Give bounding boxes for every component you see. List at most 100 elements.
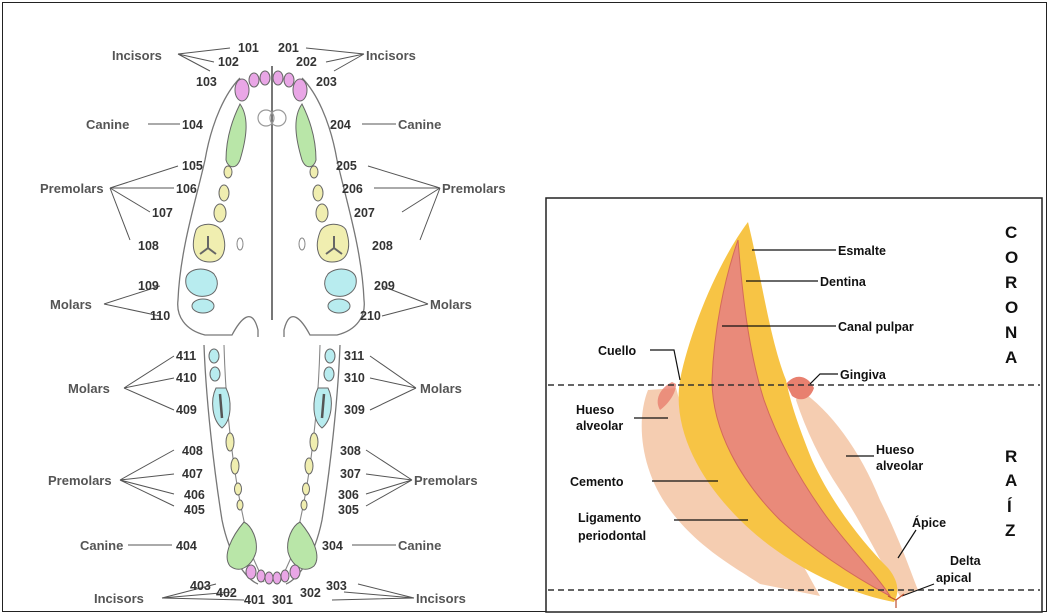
tooth-206 bbox=[313, 185, 323, 201]
num-202: 202 bbox=[296, 55, 317, 69]
tooth-109 bbox=[186, 269, 218, 296]
label-gingiva: Gingiva bbox=[840, 368, 887, 382]
tooth-204 bbox=[296, 104, 316, 167]
corona-letter-4: O bbox=[1005, 298, 1018, 317]
num-102: 102 bbox=[218, 55, 239, 69]
tooth-302 bbox=[281, 570, 289, 582]
label-canine-lower-right: Canine bbox=[80, 538, 123, 553]
label-ligamento-1: Ligamento bbox=[578, 511, 642, 525]
tooth-202 bbox=[284, 73, 294, 87]
num-309: 309 bbox=[344, 403, 365, 417]
tooth-210 bbox=[328, 299, 350, 313]
num-107: 107 bbox=[152, 206, 173, 220]
tooth-103 bbox=[235, 79, 249, 101]
num-407: 407 bbox=[182, 467, 203, 481]
num-103: 103 bbox=[196, 75, 217, 89]
tooth-209 bbox=[325, 269, 357, 296]
tooth-207 bbox=[316, 204, 328, 222]
corona-letter-5: N bbox=[1005, 323, 1017, 342]
tooth-307 bbox=[305, 458, 313, 474]
tooth-303 bbox=[290, 565, 300, 579]
num-308: 308 bbox=[340, 444, 361, 458]
tooth-408 bbox=[226, 433, 234, 451]
num-409: 409 bbox=[176, 403, 197, 417]
label-esmalte: Esmalte bbox=[838, 244, 886, 258]
tooth-203 bbox=[293, 79, 307, 101]
label-delta-2: apical bbox=[936, 571, 971, 585]
corona-letter-6: A bbox=[1005, 348, 1017, 367]
tooth-405 bbox=[237, 500, 243, 510]
num-108: 108 bbox=[138, 239, 159, 253]
label-delta-1: Delta bbox=[950, 554, 982, 568]
num-205: 205 bbox=[336, 159, 357, 173]
num-311: 311 bbox=[344, 349, 364, 363]
num-405: 405 bbox=[184, 503, 205, 517]
label-molars-lower-left: Molars bbox=[420, 381, 462, 396]
label-molars-upper-right: Molars bbox=[50, 297, 92, 312]
label-canine-upper-left: Canine bbox=[398, 117, 441, 132]
num-209: 209 bbox=[374, 279, 395, 293]
num-410: 410 bbox=[176, 371, 197, 385]
num-305: 305 bbox=[338, 503, 359, 517]
label-canine-upper-right: Canine bbox=[86, 117, 129, 132]
tooth-106 bbox=[219, 185, 229, 201]
lower-teeth bbox=[209, 349, 335, 584]
raiz-letter-4: Z bbox=[1005, 521, 1015, 540]
tooth-308 bbox=[310, 433, 318, 451]
tooth-anatomy-panel bbox=[546, 198, 1042, 612]
num-105: 105 bbox=[182, 159, 203, 173]
tooth-101 bbox=[260, 71, 270, 85]
num-306: 306 bbox=[338, 488, 359, 502]
label-canine-lower-left: Canine bbox=[398, 538, 441, 553]
tooth-208 bbox=[317, 224, 348, 262]
label-incisors-lower-left: Incisors bbox=[416, 591, 466, 606]
label-canal-pulpar: Canal pulpar bbox=[838, 320, 914, 334]
tooth-305 bbox=[301, 500, 307, 510]
num-101: 101 bbox=[238, 41, 259, 55]
num-110: 110 bbox=[150, 309, 170, 323]
tooth-310 bbox=[324, 367, 334, 381]
lower-jaw-outline bbox=[204, 345, 340, 584]
tooth-201 bbox=[273, 71, 283, 85]
num-402: 402 bbox=[216, 586, 237, 600]
num-203: 203 bbox=[316, 75, 337, 89]
label-premolars-upper-right: Premolars bbox=[40, 181, 104, 196]
label-premolars-upper-left: Premolars bbox=[442, 181, 506, 196]
label-hueso-left-1: Hueso bbox=[576, 403, 615, 417]
label-premolars-lower-left: Premolars bbox=[414, 473, 478, 488]
num-104: 104 bbox=[182, 118, 203, 132]
corona-letter-1: C bbox=[1005, 223, 1017, 242]
num-401: 401 bbox=[244, 593, 265, 607]
tooth-102 bbox=[249, 73, 259, 87]
tooth-105 bbox=[224, 166, 232, 178]
num-210: 210 bbox=[360, 309, 381, 323]
num-207: 207 bbox=[354, 206, 375, 220]
label-hueso-left-2: alveolar bbox=[576, 419, 623, 433]
tooth-104 bbox=[226, 104, 246, 167]
label-apice: Ápice bbox=[912, 515, 946, 530]
tooth-404 bbox=[227, 522, 256, 569]
num-403: 403 bbox=[190, 579, 211, 593]
num-406: 406 bbox=[184, 488, 205, 502]
num-109: 109 bbox=[138, 279, 159, 293]
tooth-406 bbox=[235, 483, 242, 495]
label-molars-upper-left: Molars bbox=[430, 297, 472, 312]
tooth-304 bbox=[288, 522, 317, 569]
num-204: 204 bbox=[330, 118, 351, 132]
tooth-311 bbox=[325, 349, 335, 363]
label-premolars-lower-right: Premolars bbox=[48, 473, 112, 488]
label-molars-lower-right: Molars bbox=[68, 381, 110, 396]
tooth-402 bbox=[257, 570, 265, 582]
label-incisors-upper-left: Incisors bbox=[366, 48, 416, 63]
tooth-107 bbox=[214, 204, 226, 222]
tooth-306 bbox=[303, 483, 310, 495]
num-201: 201 bbox=[278, 41, 299, 55]
tooth-403 bbox=[246, 565, 256, 579]
num-303: 303 bbox=[326, 579, 347, 593]
label-cemento: Cemento bbox=[570, 475, 624, 489]
num-106: 106 bbox=[176, 182, 197, 196]
label-hueso-right-1: Hueso bbox=[876, 443, 915, 457]
num-408: 408 bbox=[182, 444, 203, 458]
label-dentina: Dentina bbox=[820, 275, 867, 289]
